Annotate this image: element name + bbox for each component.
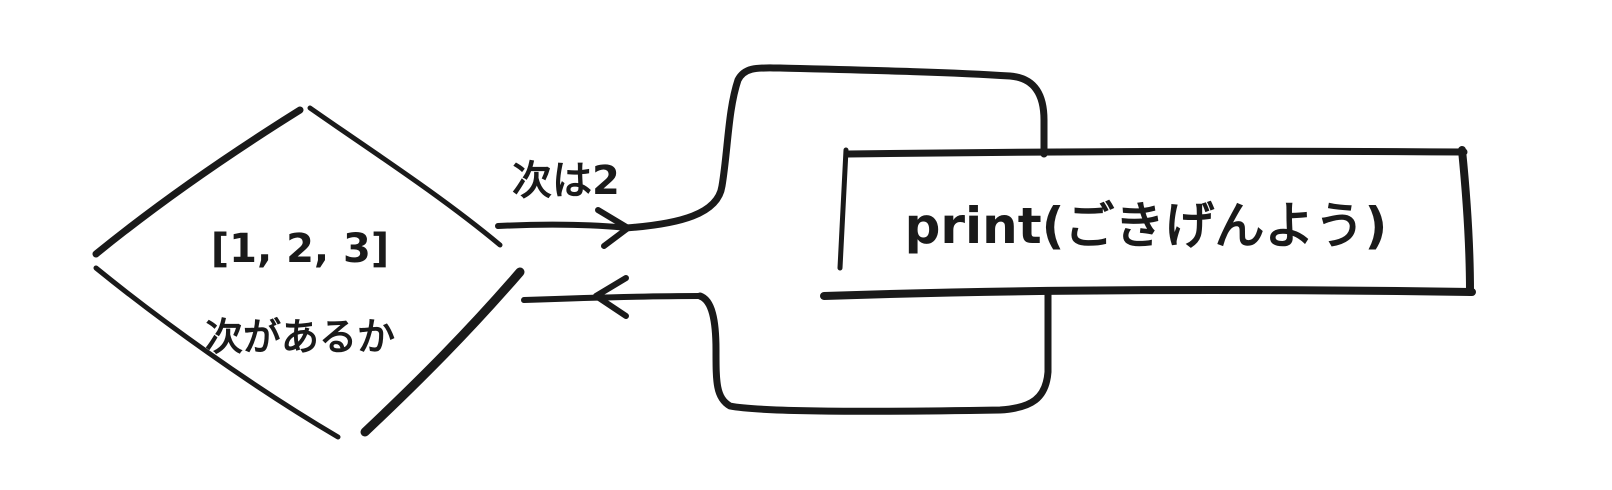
loop-frame-bottom-connector	[696, 288, 1052, 415]
return-arrow	[521, 275, 703, 319]
loop-frame	[622, 64, 1052, 415]
process-box-left-edge	[837, 147, 849, 271]
decision-list-text: [1, 2, 3]	[211, 226, 389, 272]
process-box-top-edge	[844, 147, 1468, 158]
process-box-bottom-edge	[820, 285, 1476, 300]
decision-diamond-top-left-edge	[92, 106, 304, 258]
process-statement-text: print(ごきげんよう)	[905, 197, 1388, 255]
loop-frame-top-connector	[622, 64, 1048, 232]
process-box-right-edge	[1458, 146, 1474, 296]
next-arrow: 次は2	[495, 158, 631, 249]
next-arrow-label: 次は2	[512, 158, 620, 204]
return-arrow-shaft	[521, 293, 703, 303]
decision-diamond-bottom-left-edge	[93, 265, 341, 440]
next-arrow-shaft	[495, 221, 631, 231]
decision-diamond-top-right-edge	[307, 105, 503, 248]
decision-diamond-bottom-right-edge	[360, 267, 525, 437]
decision-diamond: [1, 2, 3] 次があるか	[92, 105, 525, 440]
return-arrow-head	[593, 275, 629, 319]
decision-question-text: 次があるか	[205, 315, 395, 359]
process-box: print(ごきげんよう)	[820, 146, 1476, 300]
